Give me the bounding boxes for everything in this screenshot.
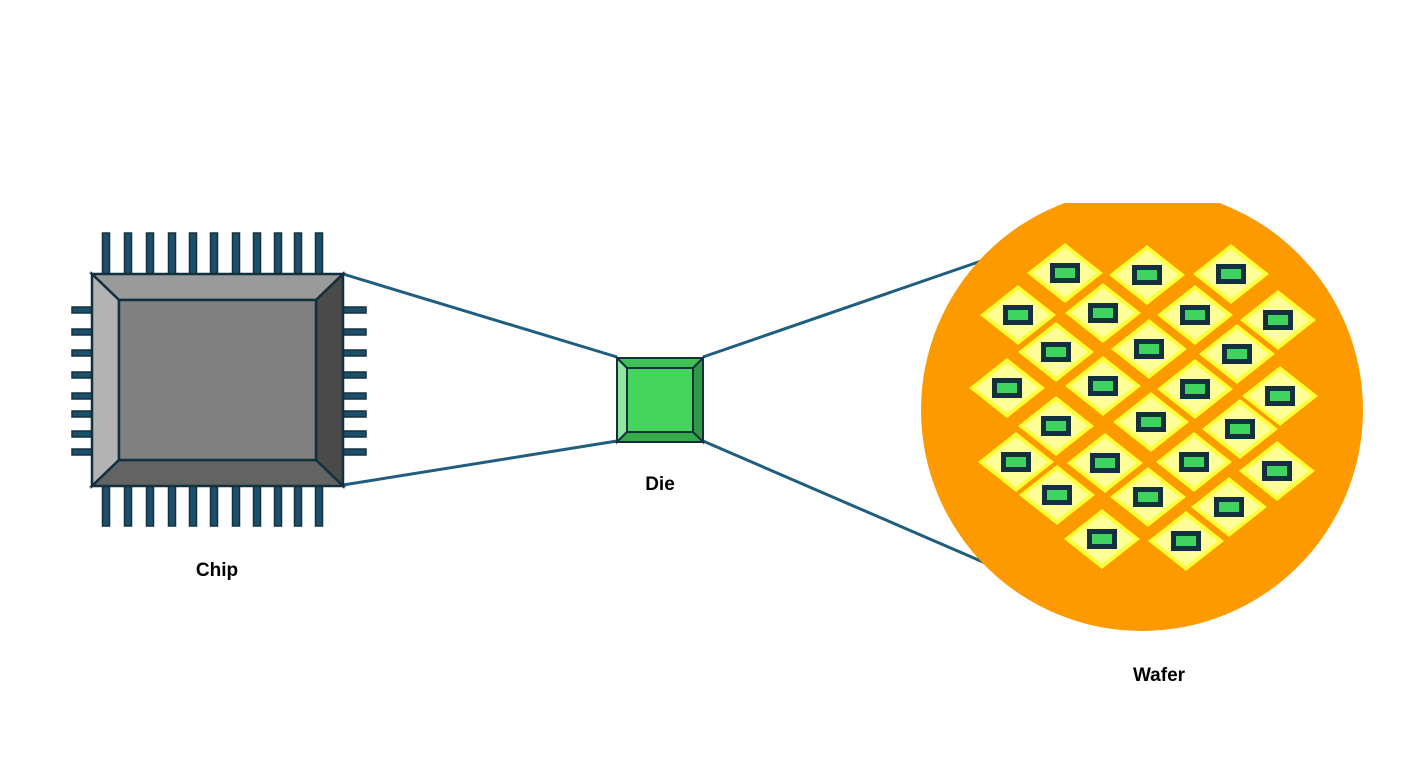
connector-die-wafer-top	[702, 256, 991, 359]
chip-bevel-left	[90, 271, 121, 489]
chip-pin-bottom-4	[188, 483, 198, 527]
wafer-die-20	[1239, 441, 1315, 501]
chip-pin-top-3	[167, 232, 177, 277]
chip-pin-left-3	[71, 371, 95, 379]
chip-pin-bottom-10	[314, 483, 324, 527]
chip-pin-top-9	[293, 232, 303, 277]
wafer-die-10	[969, 358, 1045, 418]
wafer-die-6	[1240, 290, 1316, 350]
chip-pin-right-2	[340, 349, 367, 357]
wafer-graphic	[921, 203, 1363, 631]
chip-pin-bottom-2	[145, 483, 155, 527]
wafer-die-7	[1018, 322, 1094, 382]
chip-pin-top-0	[101, 232, 111, 277]
chip-pin-top-7	[252, 232, 262, 277]
chip-pin-bottom-5	[209, 483, 219, 527]
die-bevel-top	[614, 357, 706, 369]
wafer-die-12	[1157, 359, 1233, 419]
wafer-die-13	[1242, 366, 1318, 426]
wafer-die-17	[978, 432, 1054, 492]
chip-pin-top-4	[188, 232, 198, 277]
chip-pin-bottom-1	[123, 483, 133, 527]
wafer-die-11	[1065, 356, 1141, 416]
chip-pin-right-6	[340, 430, 367, 438]
die-bevel-bottom	[614, 431, 706, 443]
wafer-die-1	[1109, 245, 1185, 305]
wafer-die-25	[1148, 511, 1224, 571]
chip-pin-top-5	[209, 232, 219, 277]
chip-pin-left-0	[71, 306, 95, 314]
chip-graphic	[71, 232, 367, 527]
chip-face	[117, 298, 318, 462]
chip-pin-bottom-0	[101, 483, 111, 527]
chip-bevel-right	[314, 271, 345, 489]
connector-chip-die-top	[342, 272, 618, 359]
wafer-die-22	[1110, 467, 1186, 527]
chip-pin-left-5	[71, 410, 95, 418]
connector-lines	[342, 256, 991, 567]
chip-pin-left-6	[71, 430, 95, 438]
chip-pin-right-4	[340, 392, 367, 400]
wafer-die-16	[1202, 399, 1278, 459]
wafer-die-24	[1064, 509, 1140, 569]
chip-pin-bottom-3	[167, 483, 177, 527]
wafer-die-19	[1156, 432, 1232, 492]
chip-pin-top-6	[231, 232, 241, 277]
chip-pin-left-2	[71, 349, 95, 357]
die-label: Die	[645, 474, 675, 495]
wafer-die-23	[1191, 477, 1267, 537]
die-bevel-right	[692, 355, 704, 445]
chip-pin-bottom-9	[293, 483, 303, 527]
chip-pin-left-1	[71, 328, 95, 336]
chip-pin-right-5	[340, 410, 367, 418]
chip-pin-top-1	[123, 232, 133, 277]
chip-pin-right-1	[340, 328, 367, 336]
chip-pin-left-4	[71, 392, 95, 400]
wafer-dies	[969, 243, 1318, 571]
die-face	[626, 367, 694, 433]
wafer-die-14	[1018, 396, 1094, 456]
chip-pin-right-3	[340, 371, 367, 379]
chip-pin-top-8	[273, 232, 283, 277]
die-graphic	[614, 355, 706, 445]
wafer-die-9	[1199, 324, 1275, 384]
chip-pin-bottom-7	[252, 483, 262, 527]
chip-pin-top-2	[145, 232, 155, 277]
wafer-die-18	[1067, 433, 1143, 493]
wafer-label: Wafer	[1133, 665, 1186, 686]
wafer-die-3	[980, 285, 1056, 345]
wafer-die-4	[1065, 283, 1141, 343]
connector-chip-die-bottom	[342, 439, 618, 487]
wafer-die-15	[1113, 392, 1189, 452]
chip-pin-bottom-8	[273, 483, 283, 527]
die-bevel-left	[616, 355, 628, 445]
chip-label: Chip	[196, 560, 238, 581]
chip-pin-right-7	[340, 448, 367, 456]
wafer-die-0	[1027, 243, 1103, 303]
wafer-die-5	[1157, 285, 1233, 345]
wafer-die-2	[1193, 244, 1269, 304]
chip-bevel-top	[88, 272, 347, 302]
chip-pin-top-10	[314, 232, 324, 277]
chip-pin-right-0	[340, 306, 367, 314]
chip-pin-left-7	[71, 448, 95, 456]
chip-bevel-bottom	[88, 458, 347, 488]
chip-pin-bottom-6	[231, 483, 241, 527]
wafer-die-8	[1111, 319, 1187, 379]
wafer-die-21	[1019, 465, 1095, 525]
connector-die-wafer-bottom	[702, 439, 991, 567]
